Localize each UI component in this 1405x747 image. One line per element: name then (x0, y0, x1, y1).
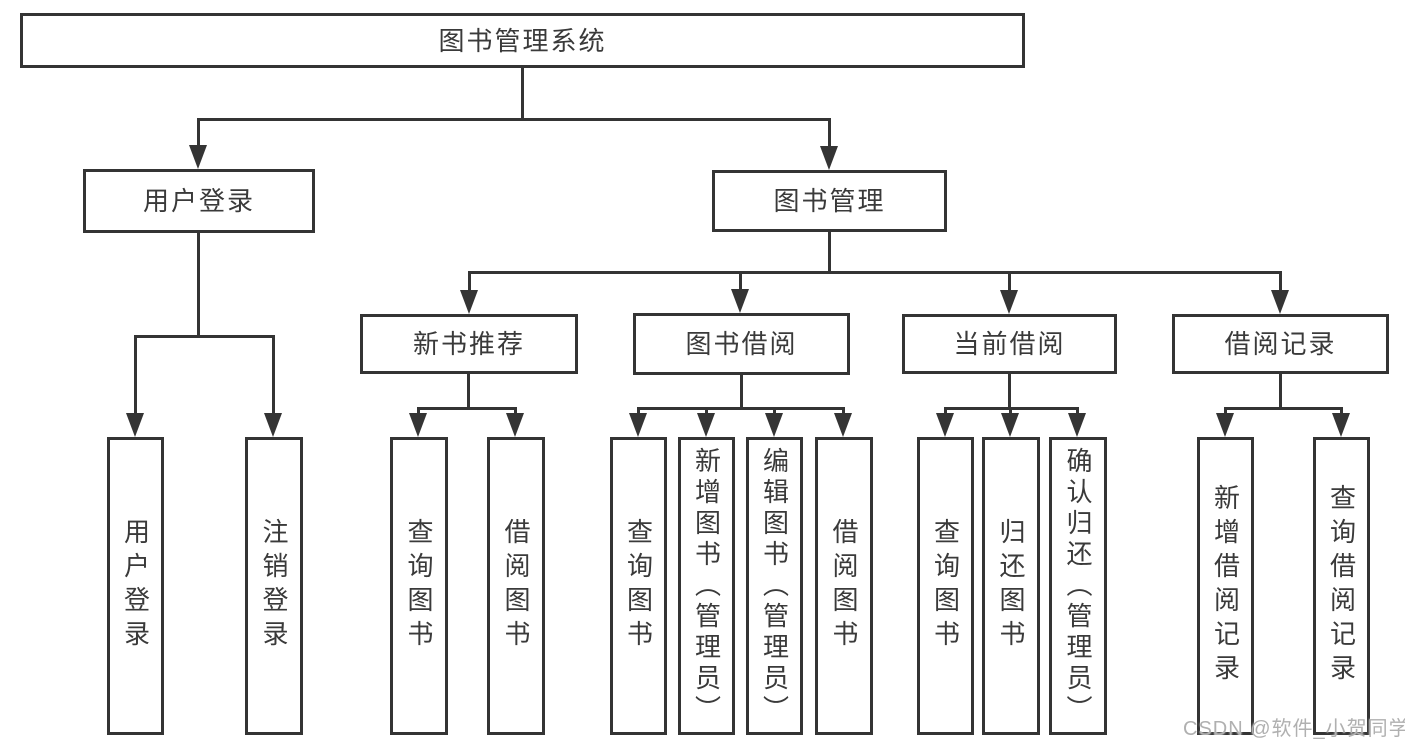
connector-to-leaf-logout (272, 335, 275, 415)
arrowhead-leaf-logout (264, 413, 282, 437)
leaf-bb-borrow-books-label: 借阅图书 (829, 518, 859, 654)
arrowhead-leaf-login (126, 413, 144, 437)
connector-nb-leaf-2 (514, 407, 517, 415)
leaf-bb-edit-books-admin: 编辑图书（管理员） (746, 437, 803, 735)
connector-br-leaf-2 (1340, 407, 1343, 415)
leaf-cb-query-books-label: 查询图书 (930, 518, 961, 654)
node-borrow-records: 借阅记录 (1172, 314, 1389, 374)
connector-book-borrow-stem (740, 375, 743, 407)
leaf-cb-query-books: 查询图书 (917, 437, 974, 735)
connector-borrow-records-bus (1224, 407, 1343, 410)
leaf-nb-borrow-books: 借阅图书 (487, 437, 545, 735)
arrowhead-book-borrow (731, 289, 749, 313)
leaf-nb-query-books-label: 查询图书 (404, 518, 434, 654)
connector-to-borrow-records (1279, 271, 1282, 292)
arrowhead-cb-leaf-1 (936, 413, 954, 437)
arrowhead-user-login (189, 145, 207, 169)
node-book-mgmt-label: 图书管理 (773, 186, 886, 216)
connector-root-stem (521, 68, 524, 118)
connector-cb-leaf-3 (1076, 407, 1079, 415)
node-current-borrow-label: 当前借阅 (953, 329, 1066, 359)
arrowhead-current-borrow (1000, 290, 1018, 314)
leaf-logout-label: 注销登录 (259, 518, 289, 654)
connector-to-book-mgmt (828, 118, 831, 152)
leaf-user-login: 用户登录 (107, 437, 164, 735)
arrowhead-nb-leaf-2 (506, 413, 524, 437)
node-borrow-records-label: 借阅记录 (1224, 329, 1337, 359)
node-library-system-label: 图书管理系统 (438, 25, 607, 56)
arrowhead-bb-leaf-3 (765, 413, 783, 437)
connector-borrow-records-stem (1279, 374, 1282, 407)
node-user-login-label: 用户登录 (142, 186, 255, 216)
leaf-bb-add-books-admin: 新增图书（管理员） (678, 437, 735, 735)
connector-br-leaf-1 (1224, 407, 1227, 415)
connector-bb-leaf-2 (705, 407, 708, 415)
connector-cb-leaf-2 (1009, 407, 1012, 415)
leaf-cb-confirm-return-admin: 确认归还（管理员） (1049, 437, 1107, 735)
node-current-borrow: 当前借阅 (902, 314, 1117, 374)
connector-to-user-login (197, 118, 200, 152)
leaf-br-add-record-label: 新增借阅记录 (1210, 484, 1241, 688)
leaf-bb-query-books: 查询图书 (610, 437, 667, 735)
leaf-cb-return-books: 归还图书 (982, 437, 1040, 735)
connector-new-book-bus (417, 407, 517, 410)
node-new-book-recommend: 新书推荐 (360, 314, 578, 374)
csdn-watermark: CSDN @软件_小贺同学 (1183, 718, 1405, 740)
connector-to-new-book (468, 271, 471, 292)
connector-bb-leaf-4 (842, 407, 845, 415)
leaf-user-login-label: 用户登录 (120, 518, 151, 654)
connector-to-leaf-login (134, 335, 137, 415)
leaf-bb-add-books-admin-label: 新增图书（管理员） (691, 446, 722, 726)
leaf-br-add-record: 新增借阅记录 (1197, 437, 1254, 735)
arrowhead-nb-leaf-1 (409, 413, 427, 437)
leaf-cb-return-books-label: 归还图书 (996, 518, 1026, 654)
node-book-borrow: 图书借阅 (633, 313, 850, 375)
connector-nb-leaf-1 (417, 407, 420, 415)
arrowhead-bb-leaf-1 (629, 413, 647, 437)
leaf-br-query-record: 查询借阅记录 (1313, 437, 1370, 735)
node-book-mgmt: 图书管理 (712, 170, 947, 232)
arrowhead-new-book (460, 290, 478, 314)
connector-user-login-stem (197, 233, 200, 335)
leaf-cb-confirm-return-admin-label: 确认归还（管理员） (1063, 446, 1093, 726)
leaf-nb-query-books: 查询图书 (390, 437, 448, 735)
connector-book-mgmt-stem (828, 232, 831, 271)
leaf-bb-query-books-label: 查询图书 (623, 518, 654, 654)
connector-new-book-stem (467, 374, 470, 407)
connector-user-login-bus (134, 335, 275, 338)
connector-root-bus (197, 118, 831, 121)
connector-to-book-borrow (739, 271, 742, 292)
connector-current-borrow-stem (1008, 374, 1011, 407)
leaf-nb-borrow-books-label: 借阅图书 (501, 518, 531, 654)
arrowhead-cb-leaf-3 (1068, 413, 1086, 437)
connector-bb-leaf-1 (637, 407, 640, 415)
connector-bb-leaf-3 (773, 407, 776, 415)
leaf-logout: 注销登录 (245, 437, 303, 735)
connector-to-current-borrow (1008, 271, 1011, 292)
leaf-bb-edit-books-admin-label: 编辑图书（管理员） (759, 446, 790, 726)
arrowhead-borrow-records (1271, 290, 1289, 314)
connector-book-borrow-bus (637, 407, 845, 410)
arrowhead-br-leaf-1 (1216, 413, 1234, 437)
arrowhead-book-mgmt (820, 146, 838, 170)
arrowhead-bb-leaf-4 (834, 413, 852, 437)
arrowhead-bb-leaf-2 (697, 413, 715, 437)
arrowhead-br-leaf-2 (1332, 413, 1350, 437)
node-new-book-recommend-label: 新书推荐 (412, 329, 525, 359)
node-book-borrow-label: 图书借阅 (685, 329, 798, 359)
arrowhead-cb-leaf-2 (1001, 413, 1019, 437)
connector-cb-leaf-1 (944, 407, 947, 415)
leaf-bb-borrow-books: 借阅图书 (815, 437, 873, 735)
leaf-br-query-record-label: 查询借阅记录 (1326, 484, 1357, 688)
connector-book-mgmt-bus (468, 271, 1282, 274)
node-user-login: 用户登录 (83, 169, 315, 233)
node-library-system: 图书管理系统 (20, 13, 1025, 68)
